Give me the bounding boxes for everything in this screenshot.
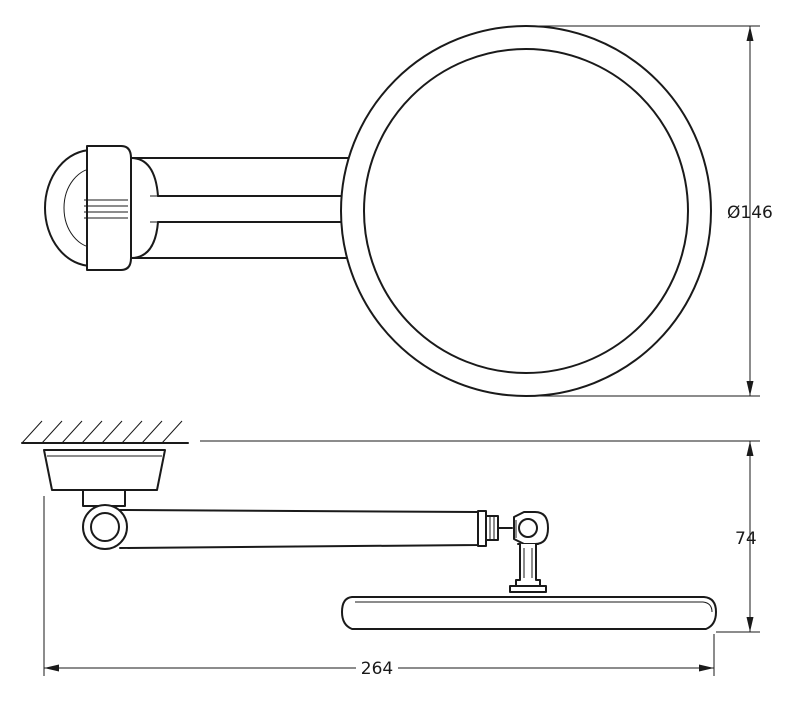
- top-view: [44, 25, 712, 397]
- top-mirror-glass: [363, 48, 689, 374]
- side-arm-collar: [477, 510, 487, 547]
- side-mirror: [341, 596, 717, 630]
- top-mount-plate: [44, 149, 111, 267]
- side-view: [21, 420, 717, 630]
- side-neck: [82, 489, 126, 507]
- top-mount-plate-inner: [63, 167, 97, 249]
- height-dimension: 74: [200, 440, 760, 633]
- top-mirror-frame: [340, 25, 712, 397]
- top-arm-upper: [130, 157, 349, 197]
- width-label: 264: [361, 659, 393, 679]
- wall-surface: [21, 420, 189, 444]
- side-pivot-ring: [82, 504, 128, 550]
- top-arm-lower: [130, 221, 349, 259]
- top-pivot-block: [86, 145, 132, 271]
- width-dimension: 264: [43, 496, 715, 679]
- diameter-dimension: Ø146: [526, 25, 773, 397]
- diameter-label: Ø146: [727, 203, 773, 223]
- side-wall-flange: [43, 449, 166, 491]
- side-arm: [119, 509, 479, 549]
- height-label: 74: [735, 529, 757, 549]
- side-stem: [515, 543, 541, 587]
